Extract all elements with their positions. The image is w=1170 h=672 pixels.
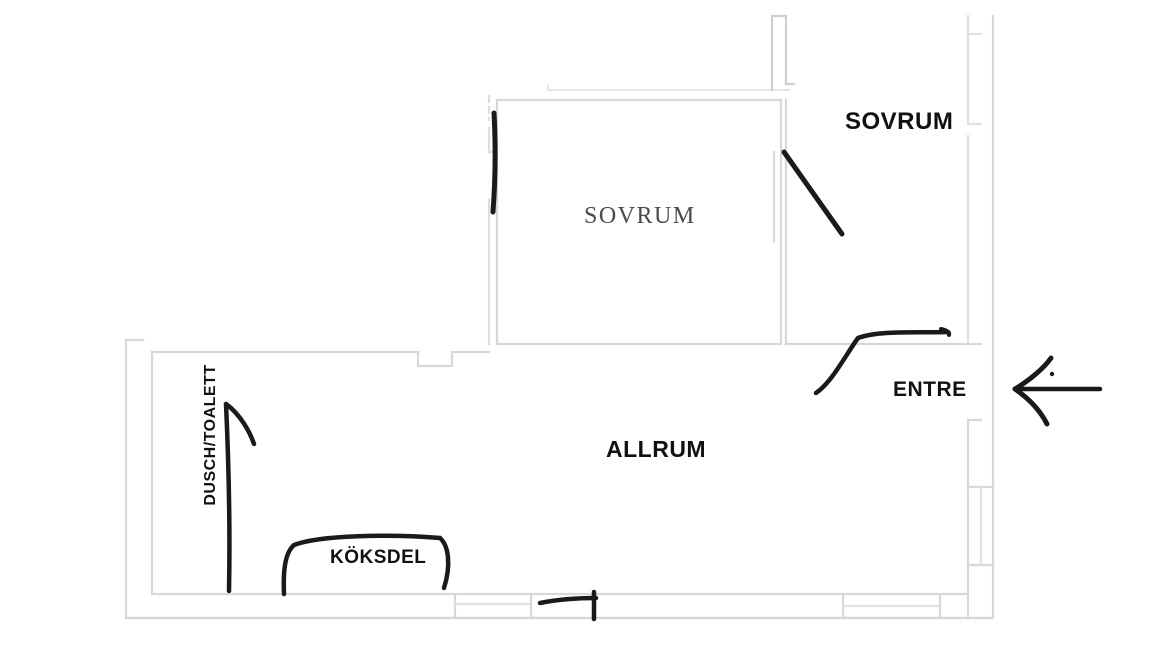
- wall-allrum-notch: [416, 350, 491, 368]
- handdrawn-annotations-group: [223, 110, 1103, 622]
- annotation-koksdel-bracket-right: [437, 535, 451, 591]
- annotation-dusch-hook: [223, 401, 257, 447]
- annotation-entrance-arrow-head-lower: [1012, 386, 1050, 427]
- annotation-koksdel-bracket: [281, 533, 443, 597]
- annotation-bottom-tee-horizontal: [537, 595, 599, 606]
- room-label-dusch-toalett: DUSCH/TOALETT: [202, 364, 219, 506]
- annotation-sovrum-door-swing: [781, 149, 845, 237]
- annotation-sovrum-wall-mark: [490, 110, 498, 215]
- room-label-sovrum-upper: SOVRUM: [584, 203, 696, 229]
- room-label-koksdel: KÖKSDEL: [330, 547, 427, 568]
- annotation-dusch-wall-mark: [223, 401, 232, 594]
- annotation-entrance-arrow-dot: [1049, 371, 1055, 377]
- wall-top-right-stub-outer: [784, 14, 796, 86]
- wall-sovrum-upper-box: [495, 98, 783, 346]
- wall-allrum-outer: [124, 338, 995, 620]
- wall-allrum-inner: [150, 350, 970, 596]
- printed-walls-group: [124, 14, 995, 620]
- room-label-sovrum-right: SOVRUM: [845, 108, 954, 135]
- room-label-entre: ENTRE: [893, 378, 967, 401]
- room-label-allrum: ALLRUM: [606, 436, 707, 462]
- annotation-entre-pointer: [813, 329, 951, 396]
- annotation-entrance-arrow-head-upper: [1012, 355, 1054, 392]
- annotation-entre-pointer-tip: [939, 327, 952, 337]
